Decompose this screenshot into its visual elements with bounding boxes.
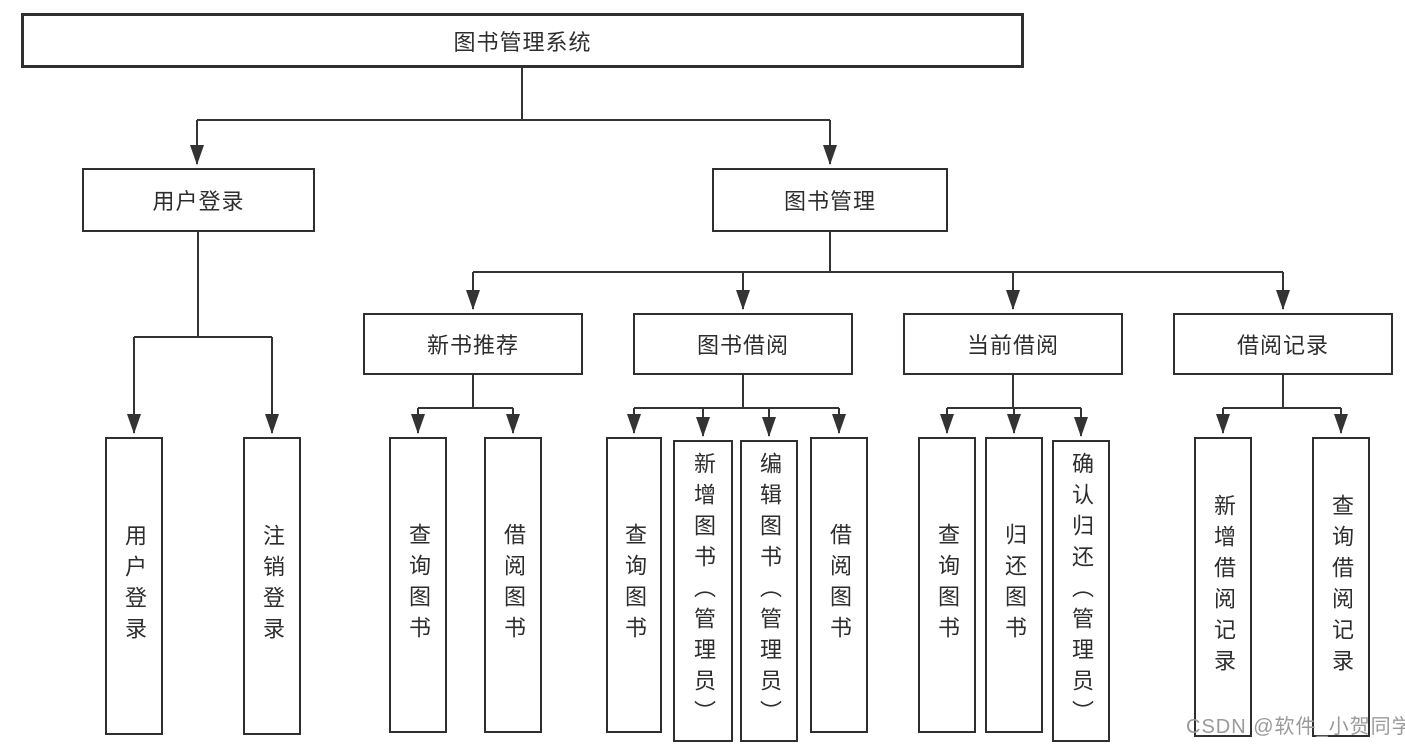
node-leaf-query-borrow-record: 查询借阅记录 bbox=[1312, 437, 1370, 737]
node-leaf-borrow-books-2: 借阅图书 bbox=[810, 437, 868, 733]
node-leaf-query-books-3: 查询图书 bbox=[918, 437, 976, 733]
node-leaf-query-books-1: 查询图书 bbox=[389, 437, 447, 733]
node-book-borrowing: 图书借阅 bbox=[633, 313, 853, 375]
node-leaf-add-books-admin: 新增图书（管理员） bbox=[673, 440, 733, 742]
node-leaf-confirm-return-admin: 确认归还（管理员） bbox=[1052, 440, 1110, 742]
node-user-login-group: 用户登录 bbox=[82, 168, 315, 232]
node-leaf-return-books: 归还图书 bbox=[985, 437, 1043, 733]
node-borrowing-records: 借阅记录 bbox=[1173, 313, 1393, 375]
node-leaf-borrow-books-1: 借阅图书 bbox=[484, 437, 542, 733]
node-leaf-edit-books-admin: 编辑图书（管理员） bbox=[740, 440, 798, 742]
node-leaf-query-books-2: 查询图书 bbox=[606, 437, 662, 733]
node-new-book-recommend: 新书推荐 bbox=[363, 313, 583, 375]
node-library-system-root: 图书管理系统 bbox=[21, 13, 1024, 68]
node-current-borrowing: 当前借阅 bbox=[903, 313, 1123, 375]
csdn-watermark: CSDN @软件_小贺同学 bbox=[1186, 716, 1405, 738]
node-leaf-user-login: 用户登录 bbox=[105, 437, 163, 735]
node-leaf-add-borrow-record: 新增借阅记录 bbox=[1194, 437, 1252, 737]
node-leaf-logout: 注销登录 bbox=[243, 437, 301, 735]
node-book-management-group: 图书管理 bbox=[712, 168, 948, 232]
